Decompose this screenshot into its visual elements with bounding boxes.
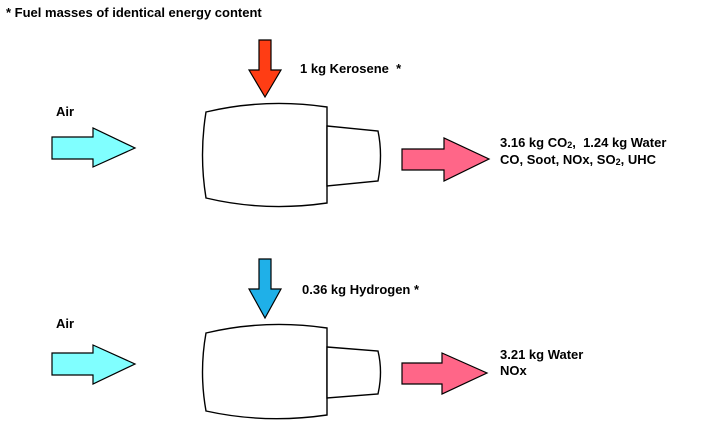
kerosene-exhaust-line-1: 3.16 kg CO2, 1.24 kg Water [500, 135, 667, 150]
engine-body [201, 102, 328, 208]
hydrogen-fuel-arrow [247, 258, 283, 320]
kerosene-engine [51, 39, 491, 208]
air-label: Air [56, 104, 75, 119]
air-inlet-arrow [51, 127, 137, 168]
hydrogen-fuel-label: 0.36 kg Hydrogen * [302, 282, 420, 297]
kerosene-exhaust-line-2: CO, Soot, NOx, SO2, UHC [500, 152, 656, 167]
engine-body [201, 323, 328, 420]
air-label: Air [56, 316, 75, 331]
exhaust-arrow [401, 352, 489, 395]
hydrogen-engine [51, 258, 489, 420]
kerosene-fuel-arrow [247, 39, 283, 99]
footnote: * Fuel masses of identical energy conten… [6, 5, 262, 20]
hydrogen-exhaust-line-2: NOx [500, 363, 527, 378]
engine-nozzle [326, 125, 382, 187]
exhaust-arrow [401, 137, 491, 182]
engine-nozzle [326, 346, 382, 399]
air-inlet-arrow [51, 344, 137, 385]
hydrogen-exhaust-line-1: 3.21 kg Water [500, 347, 584, 362]
kerosene-fuel-label: 1 kg Kerosene * [300, 61, 402, 76]
